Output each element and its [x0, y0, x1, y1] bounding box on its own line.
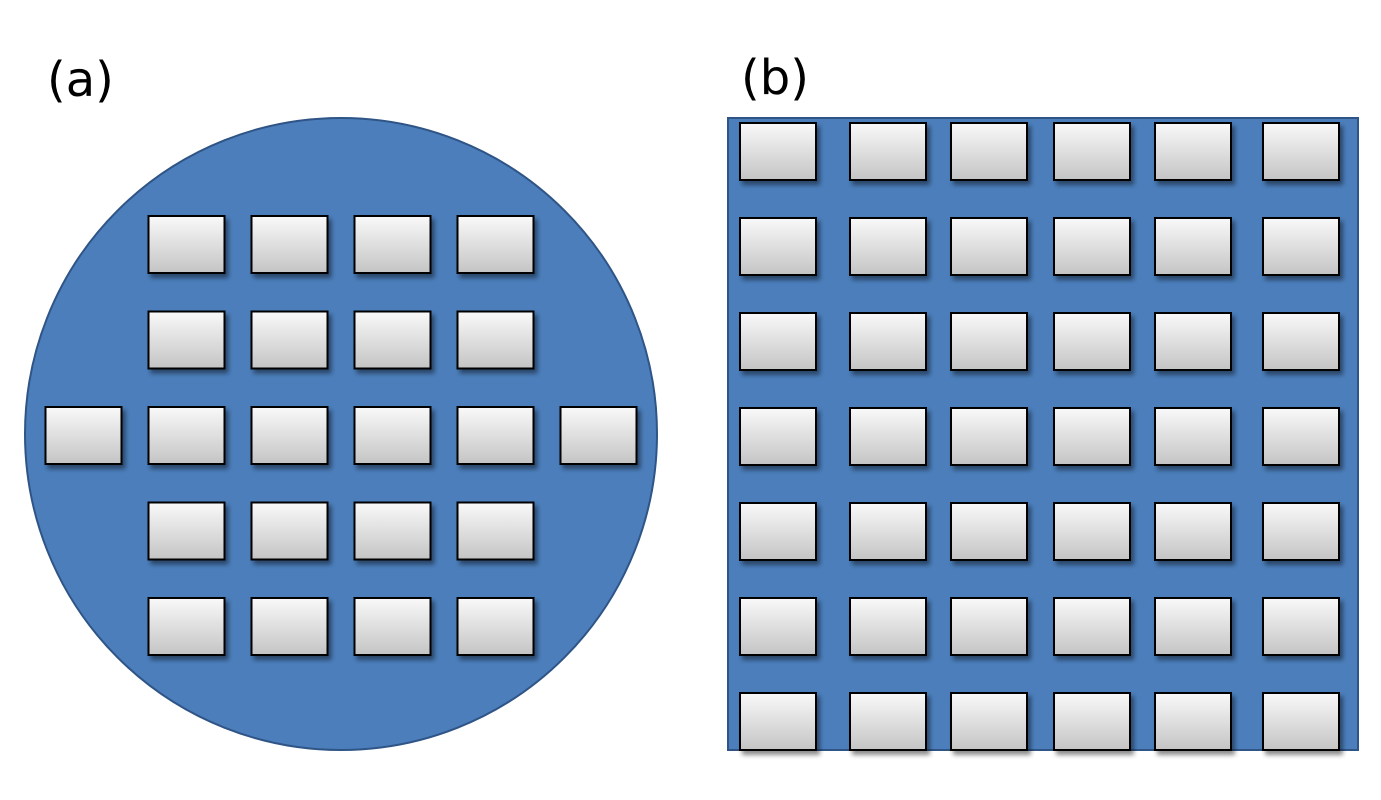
die-b-r1-c1 — [739, 122, 817, 181]
panel-b: (b) — [727, 50, 1359, 751]
die-a-r4-c3 — [353, 501, 432, 561]
die-b-r3-c3 — [950, 312, 1028, 371]
circular-substrate — [24, 117, 658, 751]
panel-a-label: (a) — [47, 52, 114, 108]
die-b-r7-c4 — [1053, 692, 1131, 751]
die-b-r7-c6 — [1262, 692, 1340, 751]
die-a-r2-c4 — [456, 310, 535, 370]
die-a-r1-c4 — [456, 215, 535, 274]
die-b-r7-c1 — [739, 692, 817, 751]
square-substrate — [727, 117, 1359, 751]
die-a-r5-c1 — [147, 597, 226, 656]
die-b-r4-c6 — [1262, 407, 1340, 466]
die-b-r5-c5 — [1154, 502, 1232, 561]
die-grid-b — [739, 122, 1340, 751]
panel-b-label: (b) — [741, 50, 809, 106]
die-b-r2-c3 — [950, 217, 1028, 276]
die-a-r3-c3 — [250, 406, 329, 465]
die-b-r1-c6 — [1262, 122, 1340, 181]
die-a-r3-c1 — [44, 406, 123, 465]
die-a-r5-c2 — [250, 597, 329, 656]
die-b-r4-c4 — [1053, 407, 1131, 466]
die-b-r4-c3 — [950, 407, 1028, 466]
die-a-r1-c1 — [147, 215, 226, 274]
die-b-r5-c3 — [950, 502, 1028, 561]
die-b-r6-c6 — [1262, 597, 1340, 656]
die-a-r1-c2 — [250, 215, 329, 274]
die-b-r1-c4 — [1053, 122, 1131, 181]
die-a-r3-c2 — [147, 406, 226, 465]
die-b-r2-c4 — [1053, 217, 1131, 276]
die-b-r7-c5 — [1154, 692, 1232, 751]
die-b-r3-c2 — [849, 312, 927, 371]
die-b-r4-c1 — [739, 407, 817, 466]
die-a-r4-c4 — [456, 501, 535, 561]
die-b-r7-c2 — [849, 692, 927, 751]
die-b-r5-c4 — [1053, 502, 1131, 561]
die-a-r2-c1 — [147, 310, 226, 370]
die-b-r6-c2 — [849, 597, 927, 656]
die-b-r6-c5 — [1154, 597, 1232, 656]
die-a-r4-c2 — [250, 501, 329, 561]
die-b-r2-c2 — [849, 217, 927, 276]
die-a-r1-c3 — [353, 215, 432, 274]
die-a-r2-c2 — [250, 310, 329, 370]
panel-a: (a) — [24, 52, 658, 751]
die-b-r5-c1 — [739, 502, 817, 561]
die-b-r2-c5 — [1154, 217, 1232, 276]
die-b-r3-c5 — [1154, 312, 1232, 371]
die-b-r1-c2 — [849, 122, 927, 181]
die-a-r3-c6 — [559, 406, 638, 465]
die-b-r2-c1 — [739, 217, 817, 276]
die-b-r5-c2 — [849, 502, 927, 561]
die-b-r1-c5 — [1154, 122, 1232, 181]
die-b-r6-c1 — [739, 597, 817, 656]
die-b-r3-c4 — [1053, 312, 1131, 371]
die-grid-a — [44, 215, 638, 656]
die-b-r3-c6 — [1262, 312, 1340, 371]
die-b-r6-c3 — [950, 597, 1028, 656]
die-a-r5-c4 — [456, 597, 535, 656]
die-b-r2-c6 — [1262, 217, 1340, 276]
die-b-r1-c3 — [950, 122, 1028, 181]
die-b-r4-c5 — [1154, 407, 1232, 466]
die-b-r6-c4 — [1053, 597, 1131, 656]
die-b-r5-c6 — [1262, 502, 1340, 561]
die-b-r7-c3 — [950, 692, 1028, 751]
die-a-r4-c1 — [147, 501, 226, 561]
die-a-r3-c4 — [353, 406, 432, 465]
die-b-r3-c1 — [739, 312, 817, 371]
die-b-r4-c2 — [849, 407, 927, 466]
die-a-r2-c3 — [353, 310, 432, 370]
die-a-r5-c3 — [353, 597, 432, 656]
die-a-r3-c5 — [456, 406, 535, 465]
